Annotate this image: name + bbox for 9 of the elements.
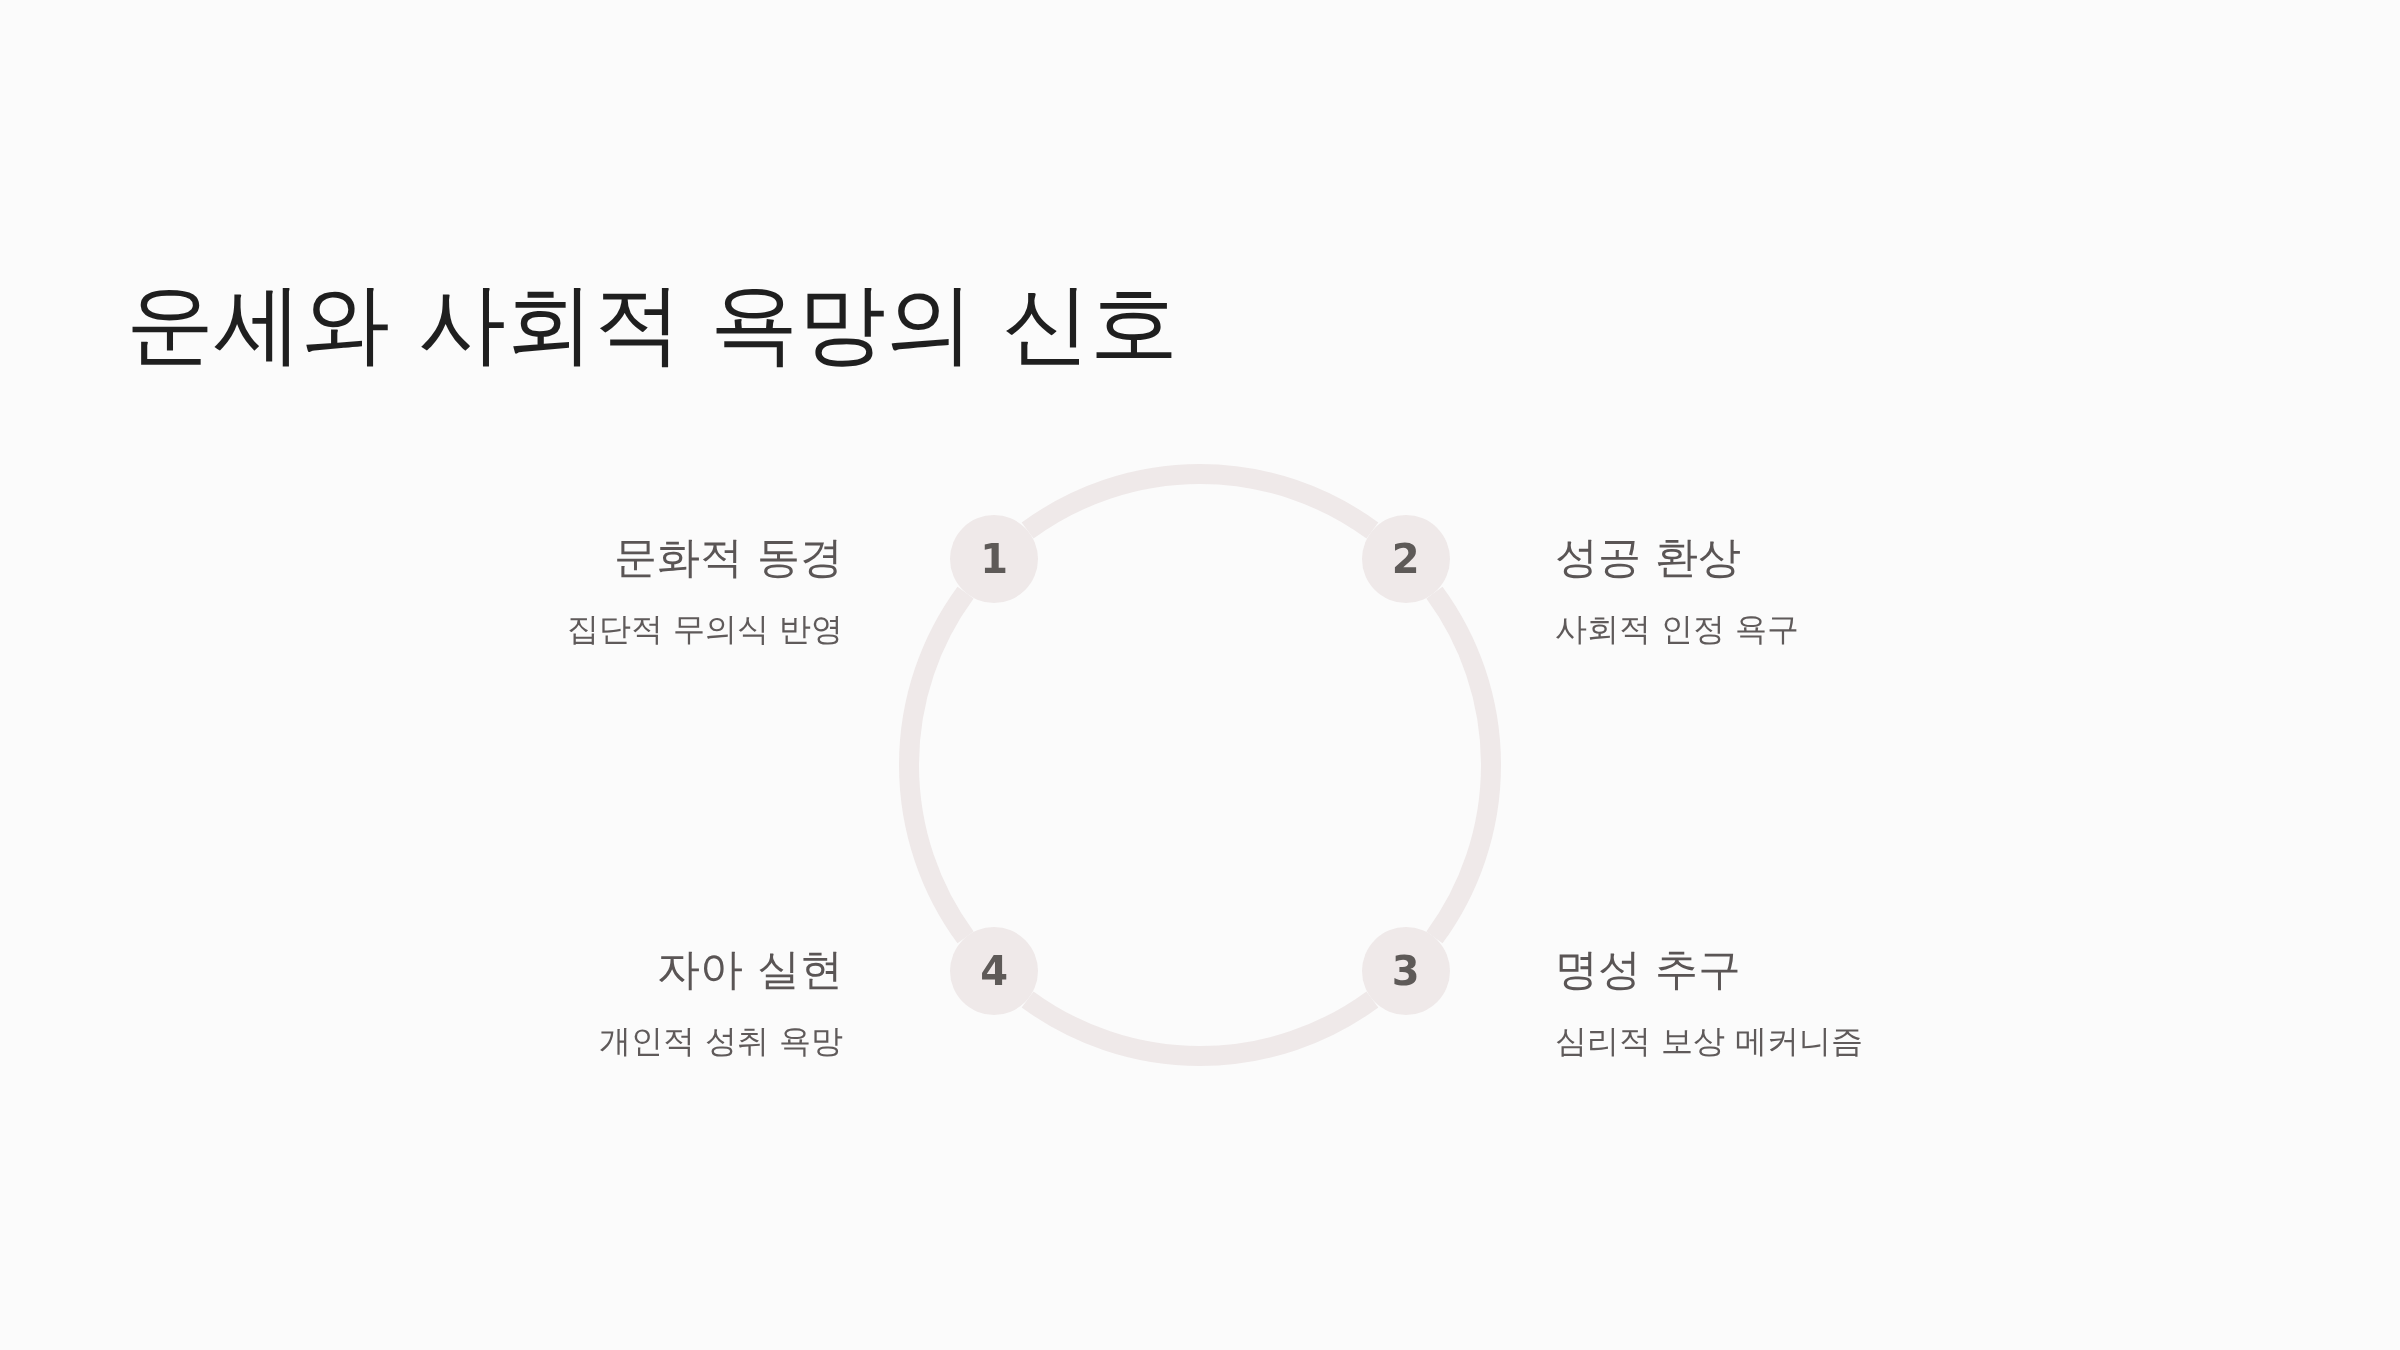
step-heading: 자아 실현	[657, 942, 843, 996]
step-heading: 명성 추구	[1555, 942, 1741, 996]
step-description: 심리적 보상 메커니즘	[1555, 1020, 1864, 1062]
step-description: 사회적 인정 욕구	[1555, 609, 1800, 651]
title: 운세와 사회적 욕망의 신호	[126, 280, 1178, 368]
step-heading: 문화적 동경	[614, 531, 843, 585]
step-description: 개인적 성취 욕망	[598, 1020, 843, 1062]
step-heading: 성공 환상	[1555, 531, 1741, 585]
step-description: 집단적 무의식 반영	[566, 609, 843, 651]
